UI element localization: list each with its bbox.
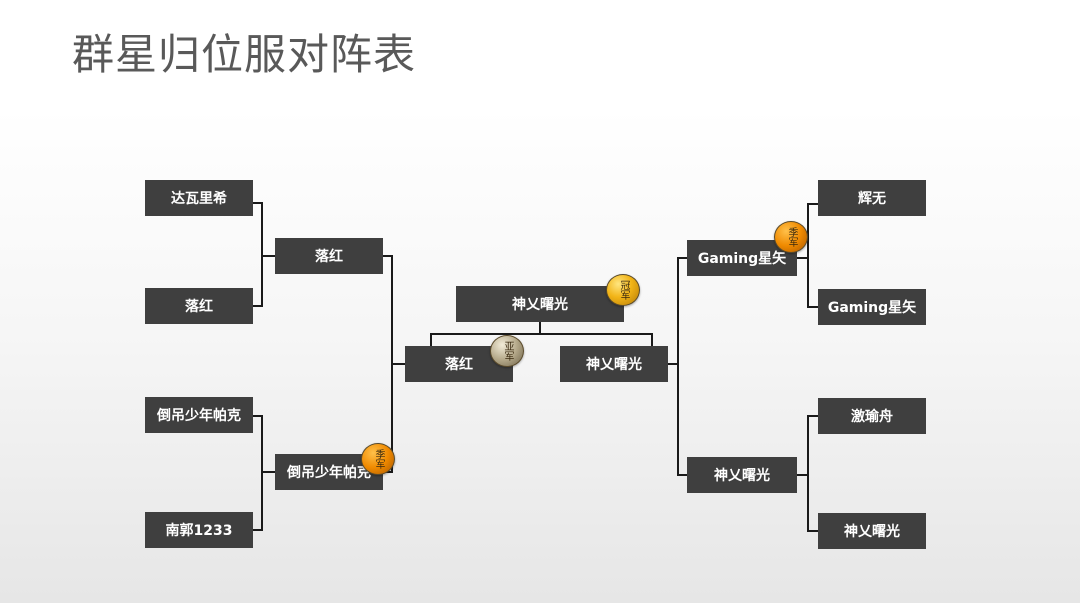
team-box-right-r1-top: 辉无 [818,180,926,216]
bracket-line-right-r2 [677,257,687,476]
team-box-left-r1-top: 达瓦里希 [145,180,253,216]
team-box-champion: 神乂曙光 [456,286,624,322]
team-box-left-r2-bottom: 倒吊少年帕克 [275,454,383,490]
page-title: 群星归位服对阵表 [72,30,417,79]
team-box-left-r1-bottom: 南郭1233 [145,512,253,548]
team-box-left-r1-third: 倒吊少年帕克 [145,397,253,433]
bracket-line-left-r1-top [253,202,263,307]
bracket-line-final [430,322,653,346]
champion-medal-icon: 冠军 [606,274,640,306]
third-place-medal-left-icon: 季军 [361,443,395,475]
team-box-left-r2-top: 落红 [275,238,383,274]
runner-up-medal-icon: 亚军 [490,335,524,367]
bracket-line-left-r2 [383,255,393,473]
team-box-right-r2-bottom: 神乂曙光 [687,457,797,493]
team-box-right-r1-third: 激瑜舟 [818,398,926,434]
third-place-medal-right-icon: 季军 [774,221,808,253]
team-box-right-final: 神乂曙光 [560,346,668,382]
bracket-line-left-r1-bottom [253,415,263,531]
team-box-right-r1-bottom: 神乂曙光 [818,513,926,549]
bracket-line-right-r1-bottom [807,415,818,532]
team-box-right-r1-second: Gaming星矢 [818,289,926,325]
team-box-left-r1-second: 落红 [145,288,253,324]
bracket-line-right-r1-top [807,203,818,308]
